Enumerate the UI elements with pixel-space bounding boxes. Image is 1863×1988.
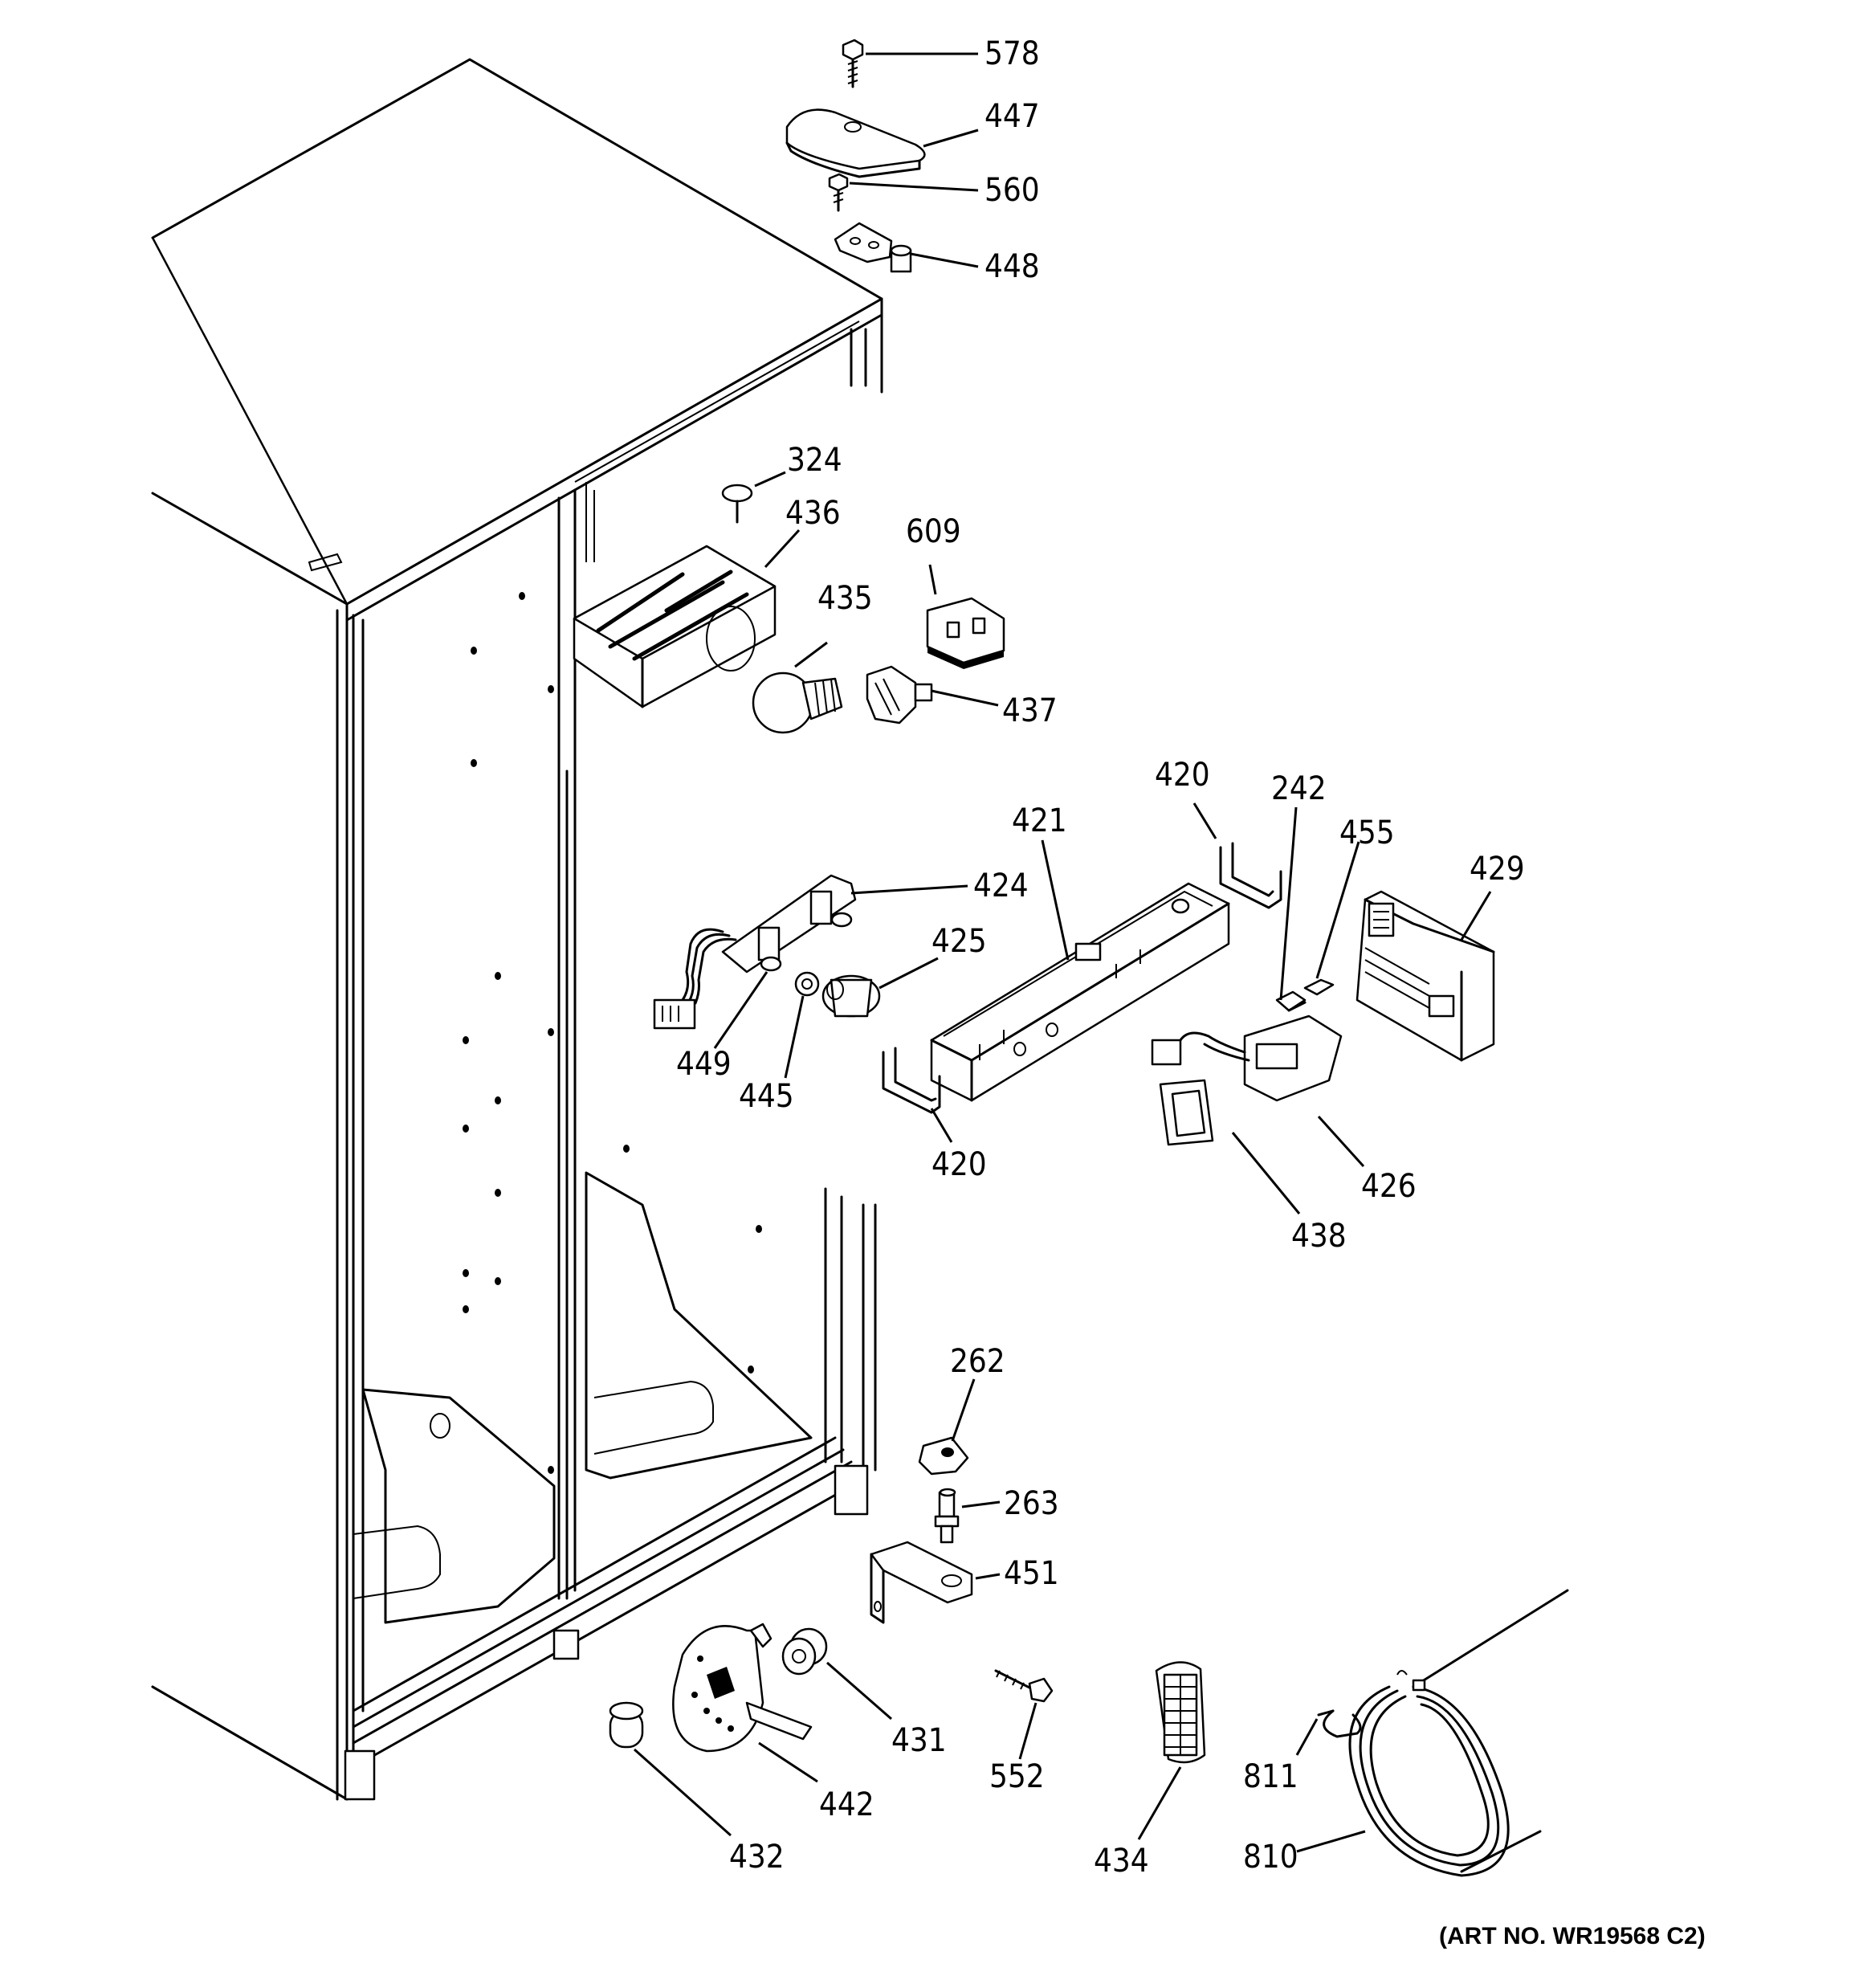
callout-445: 445 [739, 1078, 794, 1115]
light-shield-436 [573, 545, 777, 708]
grille-434 [1155, 1661, 1206, 1764]
door-stop-262 [918, 1436, 969, 1476]
refrigerator-cabinet [151, 58, 883, 1801]
screw-324 [721, 484, 753, 524]
callout-435: 435 [817, 580, 873, 617]
callout-263: 263 [1004, 1485, 1059, 1522]
control-knob-425 [821, 974, 881, 1018]
control-housing-421 [930, 882, 1230, 1102]
callout-449: 449 [676, 1046, 732, 1083]
bracket-420-top [1219, 842, 1282, 909]
callout-324: 324 [787, 442, 842, 479]
screw-552 [994, 1669, 1054, 1703]
callout-448: 448 [984, 248, 1040, 285]
clip-811 [1317, 1709, 1362, 1738]
water-line-810 [1348, 1589, 1569, 1877]
callout-420-top: 420 [1155, 757, 1210, 794]
sensor-242 [1275, 990, 1307, 1012]
callout-424: 424 [973, 867, 1029, 904]
callout-425: 425 [932, 923, 987, 960]
callout-434: 434 [1094, 1843, 1149, 1880]
control-bracket-424 [653, 874, 857, 1030]
callout-432: 432 [729, 1839, 785, 1876]
callout-431: 431 [891, 1722, 947, 1759]
switch-609 [926, 597, 1005, 669]
callout-436: 436 [785, 495, 841, 532]
callout-442: 442 [819, 1786, 874, 1823]
callout-421: 421 [1012, 802, 1067, 839]
bottom-hinge-451 [870, 1541, 973, 1624]
damper-426 [1151, 1014, 1343, 1102]
bracket-420-bottom [882, 1047, 941, 1114]
knob-insert-445 [794, 971, 820, 997]
hinge-cover-447 [785, 108, 926, 178]
callout-429: 429 [1470, 851, 1525, 888]
callout-437: 437 [1002, 692, 1058, 729]
cam-plate-442 [672, 1623, 813, 1753]
hinge-screw-578 [842, 39, 864, 88]
callout-242: 242 [1271, 770, 1327, 807]
callout-609: 609 [906, 513, 961, 550]
callout-451: 451 [1004, 1555, 1059, 1592]
top-hinge-448 [834, 222, 912, 273]
callout-262: 262 [950, 1343, 1005, 1380]
callout-578: 578 [984, 35, 1040, 72]
callout-811: 811 [1243, 1758, 1298, 1795]
cam-431 [781, 1627, 828, 1676]
callout-455: 455 [1339, 814, 1395, 851]
clip-455 [1303, 978, 1335, 996]
hinge-pin-263 [934, 1488, 960, 1544]
damper-housing-429 [1355, 890, 1495, 1062]
grille-438 [1159, 1079, 1214, 1146]
light-bulb-435 [752, 672, 843, 734]
leader-lines [634, 52, 1492, 1853]
callout-labels: 578 447 560 448 324 436 609 435 437 420 … [676, 35, 1525, 1880]
callout-426: 426 [1361, 1168, 1417, 1205]
hinge-screw-560 [828, 173, 849, 212]
callout-420-bottom: 420 [932, 1146, 987, 1183]
light-socket-437 [866, 665, 933, 725]
art-number: (ART NO. WR19568 C2) [1439, 1923, 1706, 1949]
callout-438: 438 [1291, 1218, 1347, 1255]
callout-560: 560 [984, 172, 1040, 209]
callout-447: 447 [984, 98, 1040, 135]
callout-552: 552 [989, 1758, 1045, 1795]
callout-810: 810 [1243, 1839, 1298, 1876]
bushing-432 [609, 1701, 644, 1749]
